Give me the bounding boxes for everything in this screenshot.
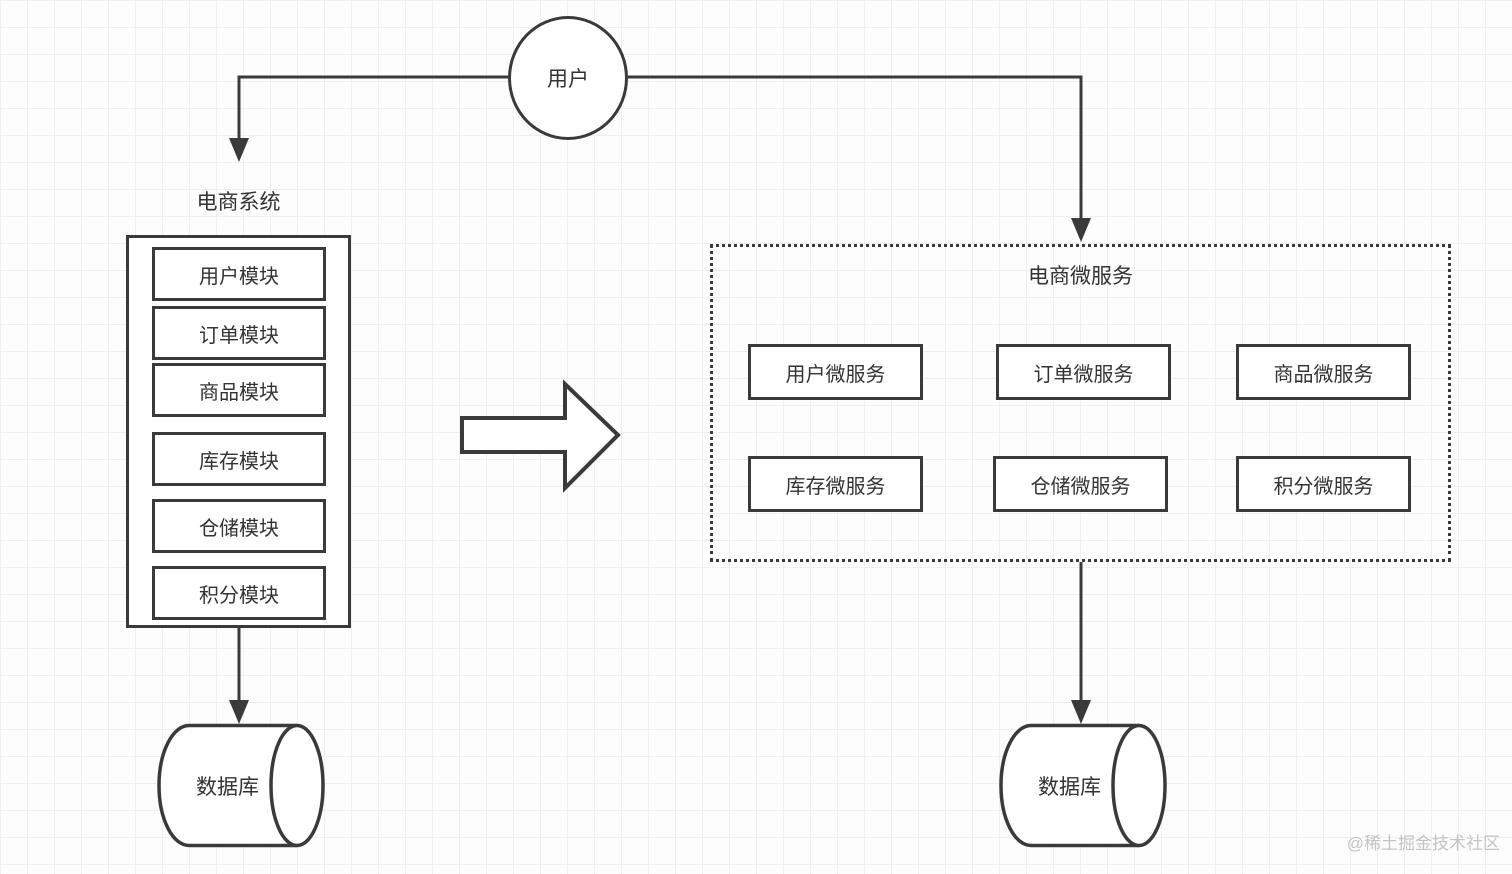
monolith-title: 电商系统: [196, 191, 281, 214]
module-box-order: 订单模块: [152, 306, 326, 360]
module-box-inventory: 库存模块: [152, 432, 326, 486]
service-box-order: 订单微服务: [996, 344, 1171, 400]
connector-user-to-microservices: [628, 75, 1083, 222]
service-box-points: 积分微服务: [1236, 456, 1411, 512]
watermark: @稀土掘金技术社区: [1346, 834, 1500, 853]
microservices-box: 电商微服务 用户微服务 订单微服务 商品微服务 库存微服务 仓储微服务 积分微服…: [710, 244, 1451, 562]
module-box-user: 用户模块: [152, 247, 326, 301]
service-box-product: 商品微服务: [1236, 344, 1411, 400]
database-cylinder-shape-icon: [999, 723, 1167, 848]
connector-user-to-monolith: [237, 75, 508, 142]
service-box-inventory: 库存微服务: [748, 456, 923, 512]
arrowhead-user-to-monolith-icon: [229, 138, 249, 162]
user-node-label: 用户: [547, 68, 589, 91]
database-cylinder-microservices: 数据库: [997, 723, 1167, 848]
database-cylinder-monolith: 数据库: [155, 723, 325, 848]
user-node: 用户: [508, 16, 628, 140]
arrowhead-user-to-microservices-icon: [1071, 218, 1091, 242]
microservices-title: 电商微服务: [1028, 265, 1133, 288]
arrowhead-monolith-to-db-icon: [229, 700, 249, 724]
database-label-monolith: 数据库: [196, 775, 259, 799]
service-box-user: 用户微服务: [748, 344, 923, 400]
database-cylinder-shape-icon: [157, 723, 325, 848]
transform-right-arrow-icon: [460, 379, 621, 493]
arrowhead-microservices-to-db-icon: [1071, 700, 1091, 724]
module-box-points: 积分模块: [152, 566, 326, 620]
module-box-product: 商品模块: [152, 363, 326, 417]
module-box-warehouse: 仓储模块: [152, 499, 326, 553]
monolith-box: 用户模块 订单模块 商品模块 库存模块 仓储模块 积分模块: [126, 235, 351, 628]
service-box-warehouse: 仓储微服务: [993, 456, 1168, 512]
database-label-microservices: 数据库: [1038, 775, 1101, 799]
